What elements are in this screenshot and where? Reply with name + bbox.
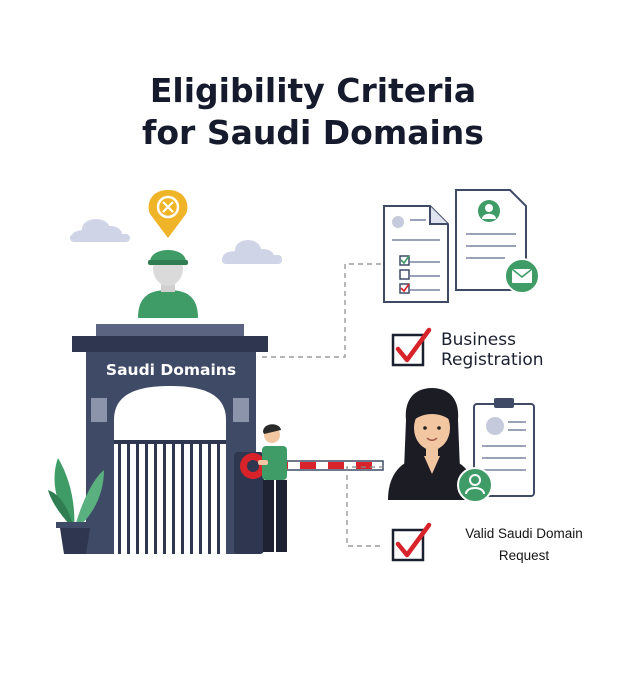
connector-lines <box>262 263 384 547</box>
gate-building <box>72 324 268 554</box>
criterion-1-line-1: Business <box>441 330 516 350</box>
mail-badge-icon <box>504 258 540 294</box>
criterion-1-line-2: Registration <box>441 350 544 370</box>
guard-avatar-icon <box>138 250 198 318</box>
page-title: Eligibility Criteria for Saudi Domains <box>0 70 626 154</box>
cloud-left-icon <box>70 219 130 242</box>
title-line-2: for Saudi Domains <box>142 113 484 152</box>
gate-label: Saudi Domains <box>105 361 237 379</box>
location-pin-icon <box>148 190 188 238</box>
checkbox-checked-icon <box>391 327 432 367</box>
criterion-business-registration: Business Registration <box>441 330 544 370</box>
plant-icon <box>48 458 104 554</box>
clipboard-profile-icon <box>473 398 535 497</box>
attendant-person-icon <box>258 424 287 552</box>
checkbox-checked-icon <box>391 522 432 562</box>
applicant-woman-icon <box>388 388 476 500</box>
barrier-gate <box>234 452 384 554</box>
document-checklist-icon <box>383 205 449 303</box>
criterion-2-line-2: Request <box>498 548 550 563</box>
criterion-valid-domain-request: Valid Saudi Domain Request <box>452 523 596 567</box>
user-badge-icon <box>457 467 493 503</box>
criterion-2-line-1: Valid Saudi Domain <box>465 526 583 541</box>
title-line-1: Eligibility Criteria <box>149 71 477 110</box>
cloud-right-icon <box>222 240 282 264</box>
